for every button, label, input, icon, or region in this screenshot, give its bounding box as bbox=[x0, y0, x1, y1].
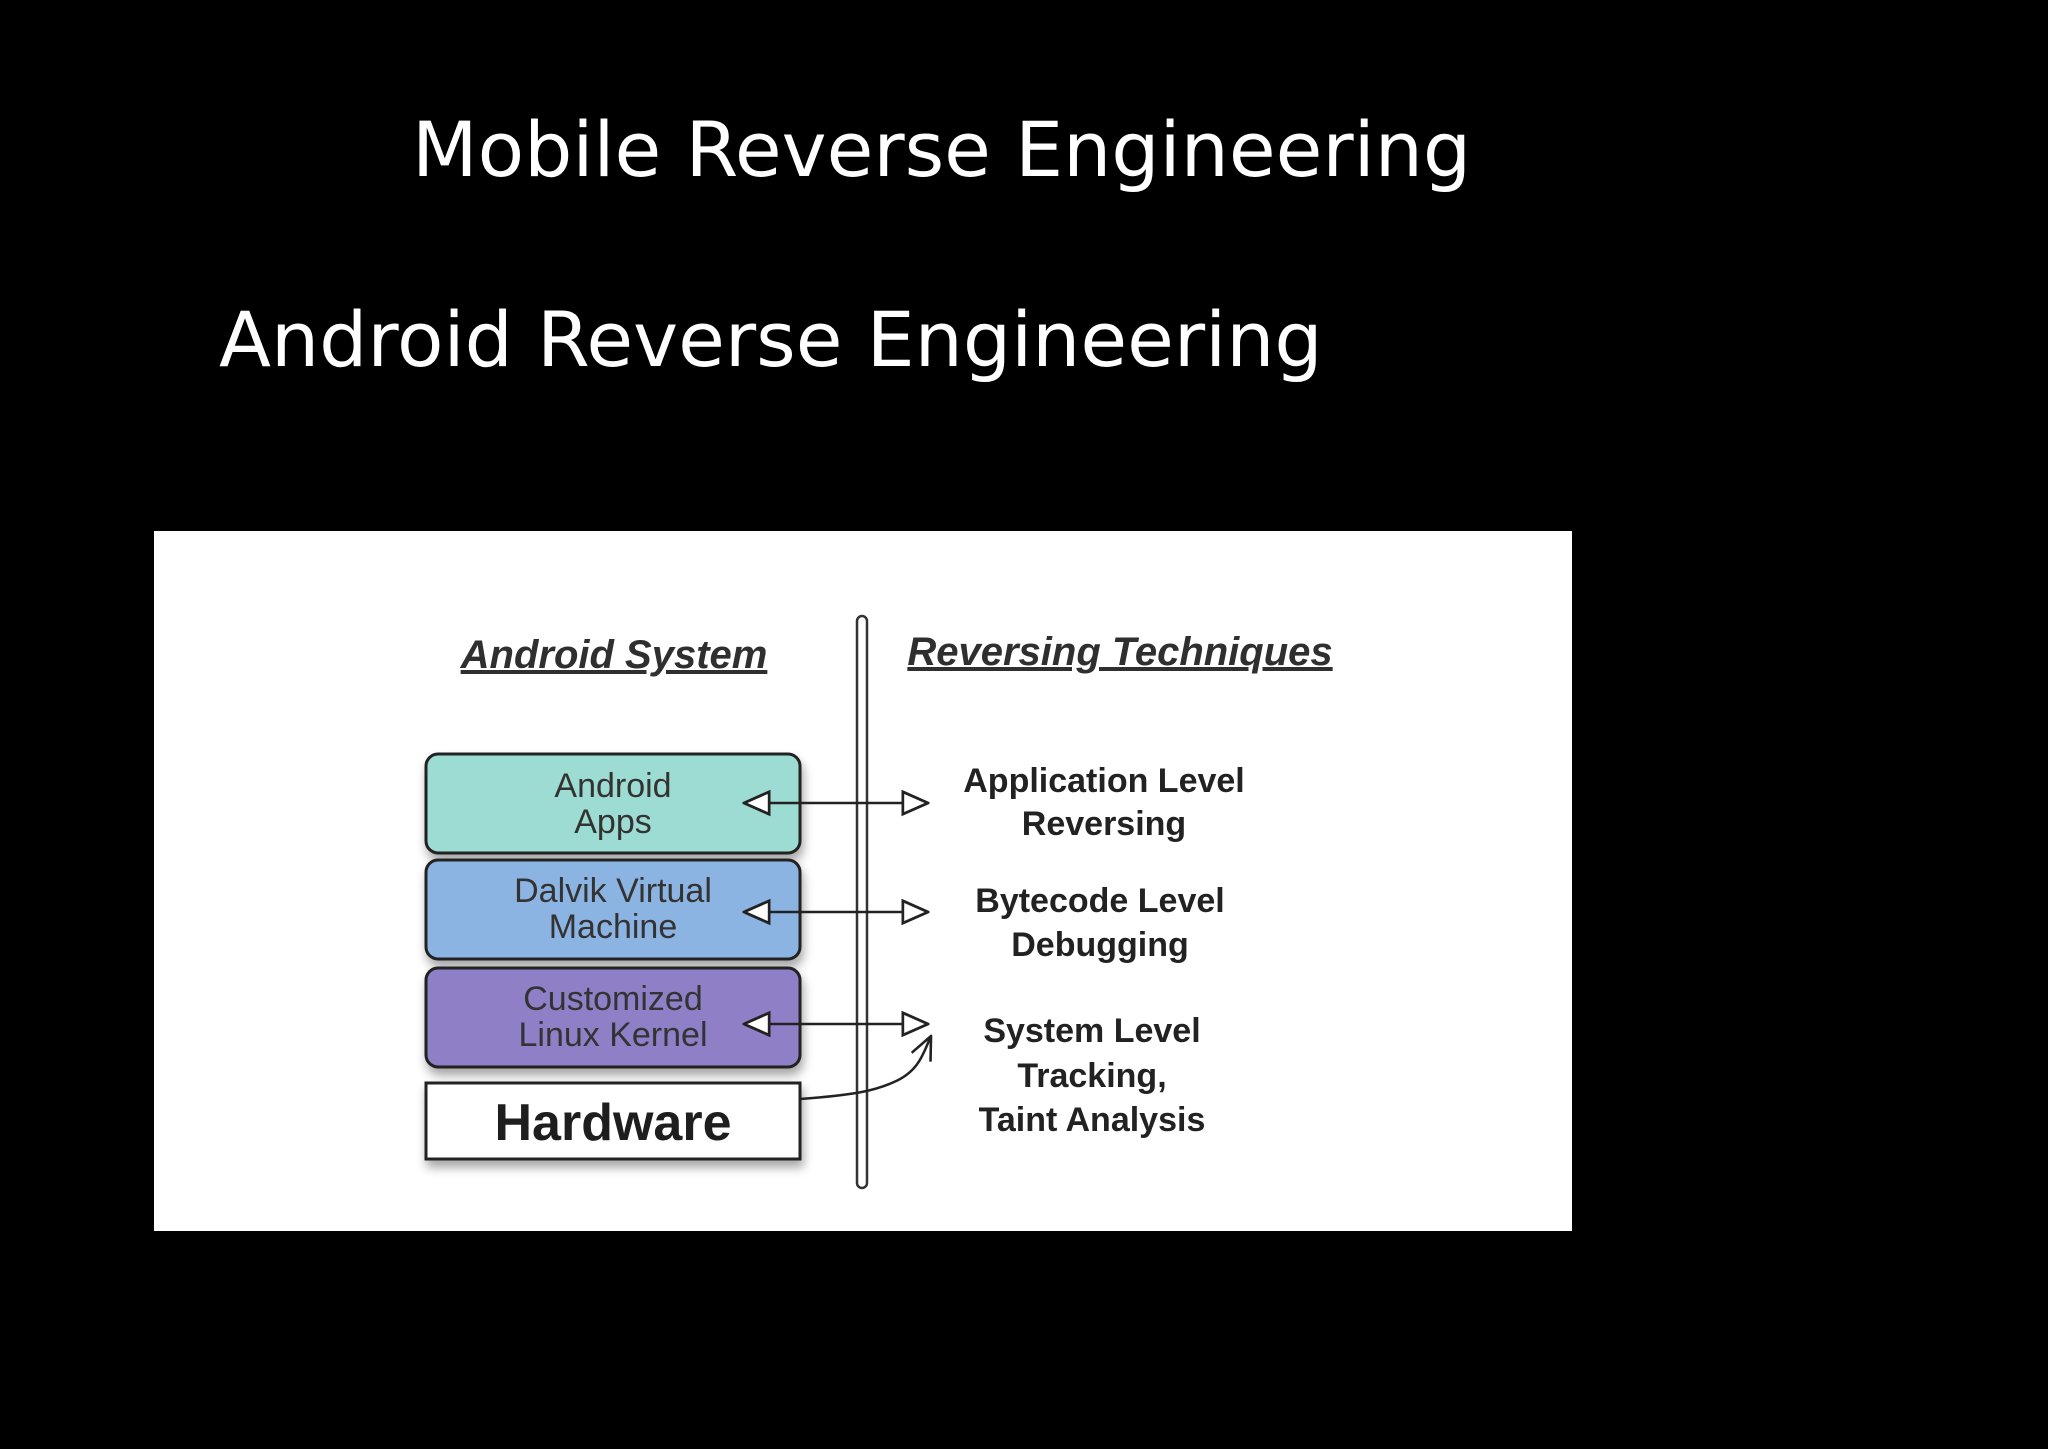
technique-line: Debugging bbox=[1011, 926, 1189, 964]
layer-hardware: Hardware bbox=[424, 1081, 802, 1161]
divider-line bbox=[855, 614, 869, 1190]
technique-application-level: Application Level Reversing bbox=[963, 762, 1245, 843]
hardware-curved-arrow bbox=[799, 1036, 931, 1101]
slide-subtitle: Android Reverse Engineering bbox=[219, 295, 1323, 384]
layer-label-line1: Customized bbox=[523, 980, 703, 1018]
layer-linux-kernel: Customized Linux Kernel bbox=[424, 966, 802, 1069]
layer-dalvik-vm: Dalvik Virtual Machine bbox=[424, 858, 802, 961]
layer-label-line1: Android bbox=[554, 767, 671, 805]
reversing-techniques-header: Reversing Techniques bbox=[907, 630, 1332, 674]
hardware-label: Hardware bbox=[495, 1094, 732, 1152]
technique-line: Application Level bbox=[963, 762, 1245, 800]
technique-bytecode-level: Bytecode Level Debugging bbox=[975, 882, 1224, 964]
technique-line: System Level bbox=[983, 1012, 1200, 1050]
hardware-box bbox=[424, 1081, 802, 1161]
layer-label-line2: Linux Kernel bbox=[518, 1016, 707, 1054]
layer-label-line2: Machine bbox=[549, 908, 678, 946]
technique-line: Taint Analysis bbox=[979, 1101, 1206, 1139]
technique-line: Bytecode Level bbox=[975, 882, 1224, 920]
layer-label-line2: Apps bbox=[574, 803, 652, 841]
layer-label-line1: Dalvik Virtual bbox=[514, 872, 712, 910]
technique-system-level: System Level Tracking, Taint Analysis bbox=[979, 1012, 1206, 1139]
android-reversing-diagram: Android System Reversing Techniques Andr… bbox=[424, 614, 1333, 1190]
android-system-header: Android System bbox=[460, 633, 768, 677]
technique-line: Tracking, bbox=[1017, 1057, 1166, 1095]
layer-android-apps: Android Apps bbox=[424, 752, 802, 855]
technique-line: Reversing bbox=[1022, 805, 1186, 843]
diagram-panel: Android System Reversing Techniques Andr… bbox=[154, 531, 1572, 1231]
slide-title: Mobile Reverse Engineering bbox=[412, 105, 1472, 194]
